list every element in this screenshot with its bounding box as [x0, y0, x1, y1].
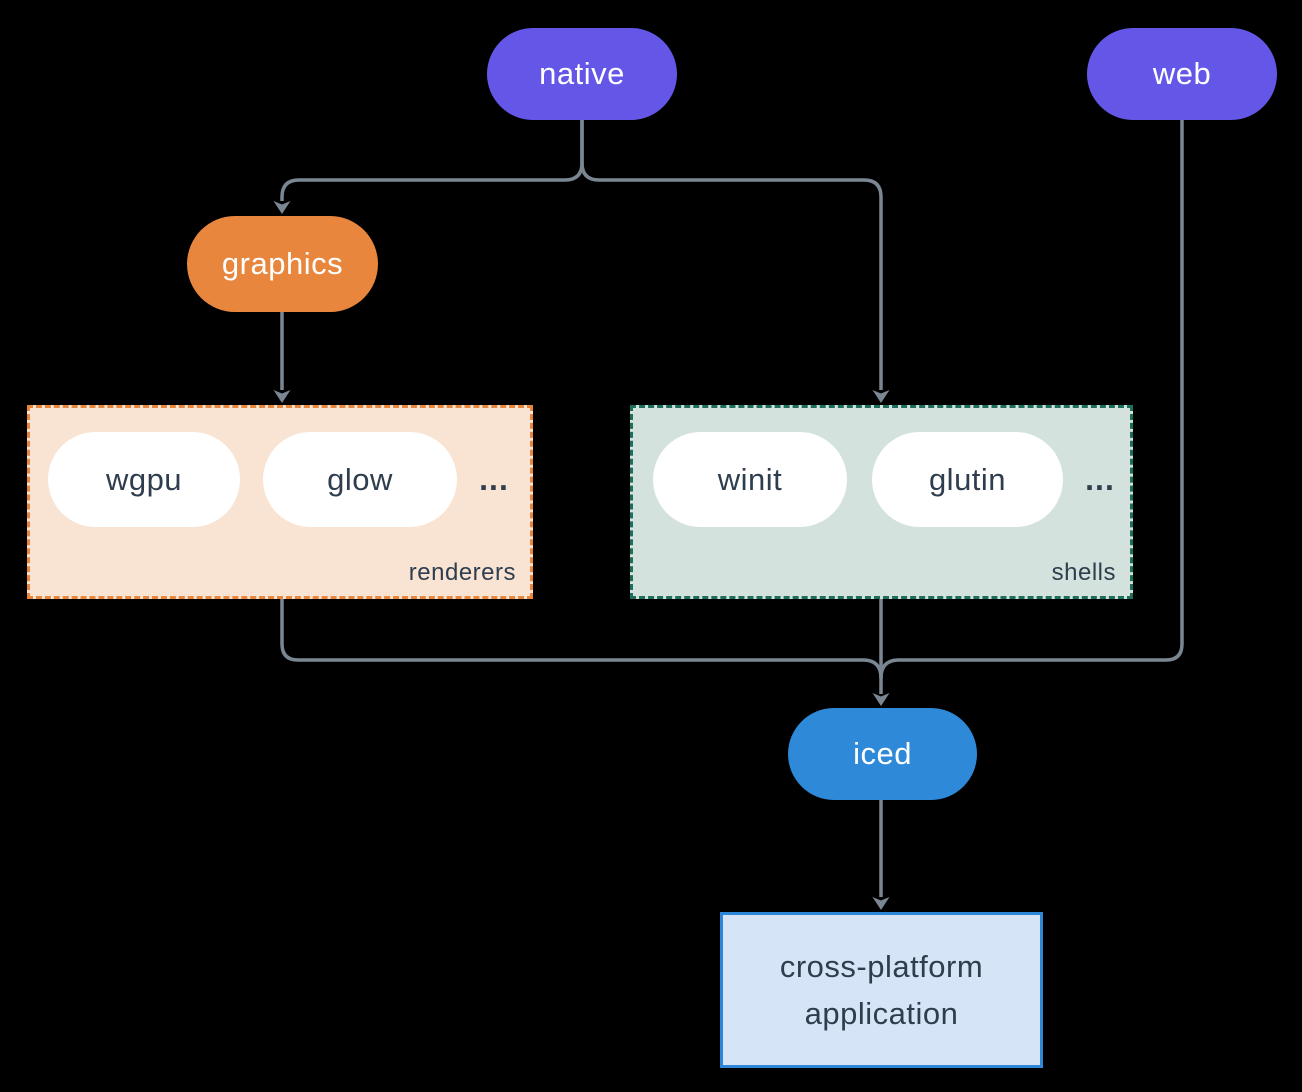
arrowhead-shells — [872, 390, 890, 403]
edge-native-graphics — [280, 119, 584, 201]
arrowhead-renderers — [273, 390, 291, 403]
renderers-label: renderers — [408, 559, 516, 586]
node-glow: glow — [263, 432, 457, 527]
node-iced: iced — [788, 708, 977, 800]
edge-web-iced — [879, 119, 1184, 679]
arrowhead-graphics — [273, 201, 291, 214]
shells-ellipsis: ... — [1085, 461, 1115, 497]
node-glutin: glutin — [872, 432, 1063, 527]
node-winit: winit — [653, 432, 847, 527]
shells-label: shells — [1051, 559, 1116, 586]
application-label-line2: application — [804, 996, 959, 1031]
node-wgpu: wgpu — [48, 432, 240, 527]
group-shells: winit glutin ... shells — [630, 405, 1133, 599]
renderers-ellipsis: ... — [479, 461, 509, 497]
arrowhead-iced — [872, 693, 890, 706]
edge-renderers-iced — [280, 599, 883, 679]
node-native: native — [487, 28, 677, 120]
edge-native-shells — [580, 119, 883, 390]
node-application: cross-platform application — [720, 912, 1043, 1068]
node-graphics: graphics — [187, 216, 378, 312]
node-web: web — [1087, 28, 1277, 120]
arrowhead-application — [872, 897, 890, 910]
group-renderers: wgpu glow ... renderers — [27, 405, 533, 599]
application-label-line1: cross-platform — [779, 949, 984, 984]
